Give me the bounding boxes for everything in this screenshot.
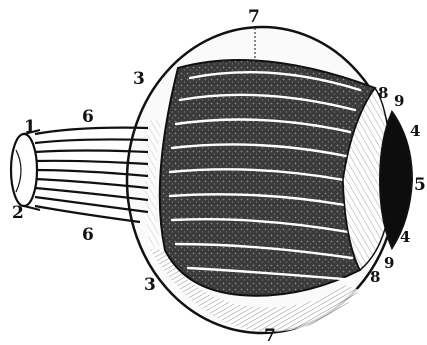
label-3-lower: 3 (144, 275, 156, 295)
label-4-upper: 4 (410, 122, 420, 140)
label-8-upper: 8 (378, 84, 388, 102)
label-7-top: 7 (248, 7, 260, 27)
label-6-upper: 6 (82, 107, 94, 127)
label-6-lower: 6 (82, 225, 94, 245)
label-2: 2 (12, 203, 24, 223)
label-5: 5 (414, 175, 426, 195)
label-7-bottom: 7 (264, 326, 276, 345)
label-4-lower: 4 (400, 228, 410, 246)
label-8-lower: 8 (370, 268, 380, 286)
label-9-upper: 9 (394, 92, 404, 110)
label-1: 1 (24, 117, 36, 137)
label-9-lower: 9 (384, 254, 394, 272)
label-3-upper: 3 (133, 69, 145, 89)
